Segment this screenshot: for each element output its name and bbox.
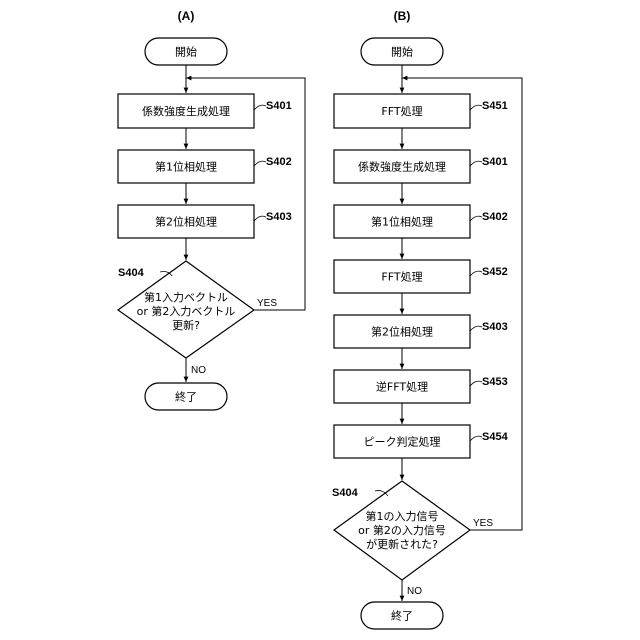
step-id: S402: [266, 156, 292, 168]
step-id: S403: [482, 321, 508, 333]
end-terminal-a: 終了: [145, 383, 227, 410]
end-label-b: 終了: [391, 609, 413, 623]
step-id: S404: [332, 487, 359, 499]
decision-a-s404: 第1入力ベクトル or 第2入力ベクトル 更新? S404 YES NO: [118, 261, 277, 376]
start-label-b: 開始: [391, 45, 413, 59]
decision-line-3: が更新された?: [366, 537, 438, 551]
process-label: 逆FFT処理: [376, 380, 428, 394]
process-box-b-s452: FFT処理 S452: [334, 260, 508, 293]
step-leader: [470, 105, 482, 110]
step-id: S403: [266, 211, 292, 223]
diagram-b: (B) 開始 FFT処理 S451: [332, 9, 522, 629]
start-terminal-b: 開始: [361, 38, 443, 65]
process-box-b-s454: ピーク判定処理 S454: [334, 425, 509, 458]
step-id: S453: [482, 376, 508, 388]
process-box-a-s403: 第2位相処理 S403: [118, 205, 292, 238]
process-box-b-s403: 第2位相処理 S403: [334, 315, 508, 348]
step-id: S401: [266, 100, 292, 112]
start-label-a: 開始: [175, 45, 197, 59]
step-id: S402: [482, 211, 508, 223]
decision-line-1: 第1の入力信号: [366, 509, 439, 523]
step-leader: [254, 161, 266, 166]
yes-label-a: YES: [257, 298, 277, 309]
step-id: S452: [482, 266, 508, 278]
process-label: ピーク判定処理: [364, 435, 441, 449]
no-label-a: NO: [191, 365, 206, 376]
step-leader: [470, 381, 482, 386]
step-id: S404: [118, 267, 145, 279]
step-id: S454: [482, 431, 509, 443]
decision-line-1: 第1入力ベクトル: [144, 290, 228, 304]
process-label: 係数強度生成処理: [142, 104, 230, 118]
end-label-a: 終了: [175, 390, 197, 404]
process-label: 第2位相処理: [371, 325, 433, 339]
loop-line-b: [402, 78, 522, 530]
no-label-b: NO: [407, 586, 422, 597]
process-label: 第1位相処理: [371, 215, 433, 229]
process-label: 第1位相処理: [155, 160, 217, 174]
step-id: S451: [482, 100, 508, 112]
step-leader: [470, 216, 482, 221]
step-leader: [254, 216, 266, 221]
step-leader: [470, 161, 482, 166]
step-id: S401: [482, 156, 508, 168]
end-terminal-b: 終了: [361, 602, 443, 629]
step-leader: [470, 436, 482, 441]
start-terminal-a: 開始: [145, 38, 227, 65]
step-leader: [470, 326, 482, 331]
step-leader: [254, 105, 266, 110]
process-box-b-s401: 係数強度生成処理 S401: [334, 150, 508, 183]
process-label: FFT処理: [381, 271, 422, 284]
process-box-a-s401: 係数強度生成処理 S401: [118, 94, 292, 128]
process-box-b-s402: 第1位相処理 S402: [334, 205, 508, 238]
step-leader: [470, 271, 482, 276]
process-box-b-s453: 逆FFT処理 S453: [334, 370, 508, 403]
diagram-a: (A) 開始 係数強度生成処理 S401 第1: [118, 9, 305, 410]
process-box-a-s402: 第1位相処理 S402: [118, 150, 292, 183]
decision-line-2: or 第2の入力信号: [358, 523, 446, 537]
decision-line-3: 更新?: [172, 318, 200, 332]
process-label: 係数強度生成処理: [358, 160, 446, 174]
panel-b-label: (B): [394, 9, 411, 23]
process-label: 第2位相処理: [155, 215, 217, 229]
decision-line-2: or 第2入力ベクトル: [137, 304, 236, 318]
decision-b-s404: 第1の入力信号 or 第2の入力信号 が更新された? S404 YES NO: [332, 481, 493, 597]
yes-label-b: YES: [473, 518, 493, 529]
process-label: FFT処理: [381, 105, 422, 118]
process-box-b-s451: FFT処理 S451: [334, 94, 508, 128]
panel-a-label: (A): [178, 9, 195, 23]
